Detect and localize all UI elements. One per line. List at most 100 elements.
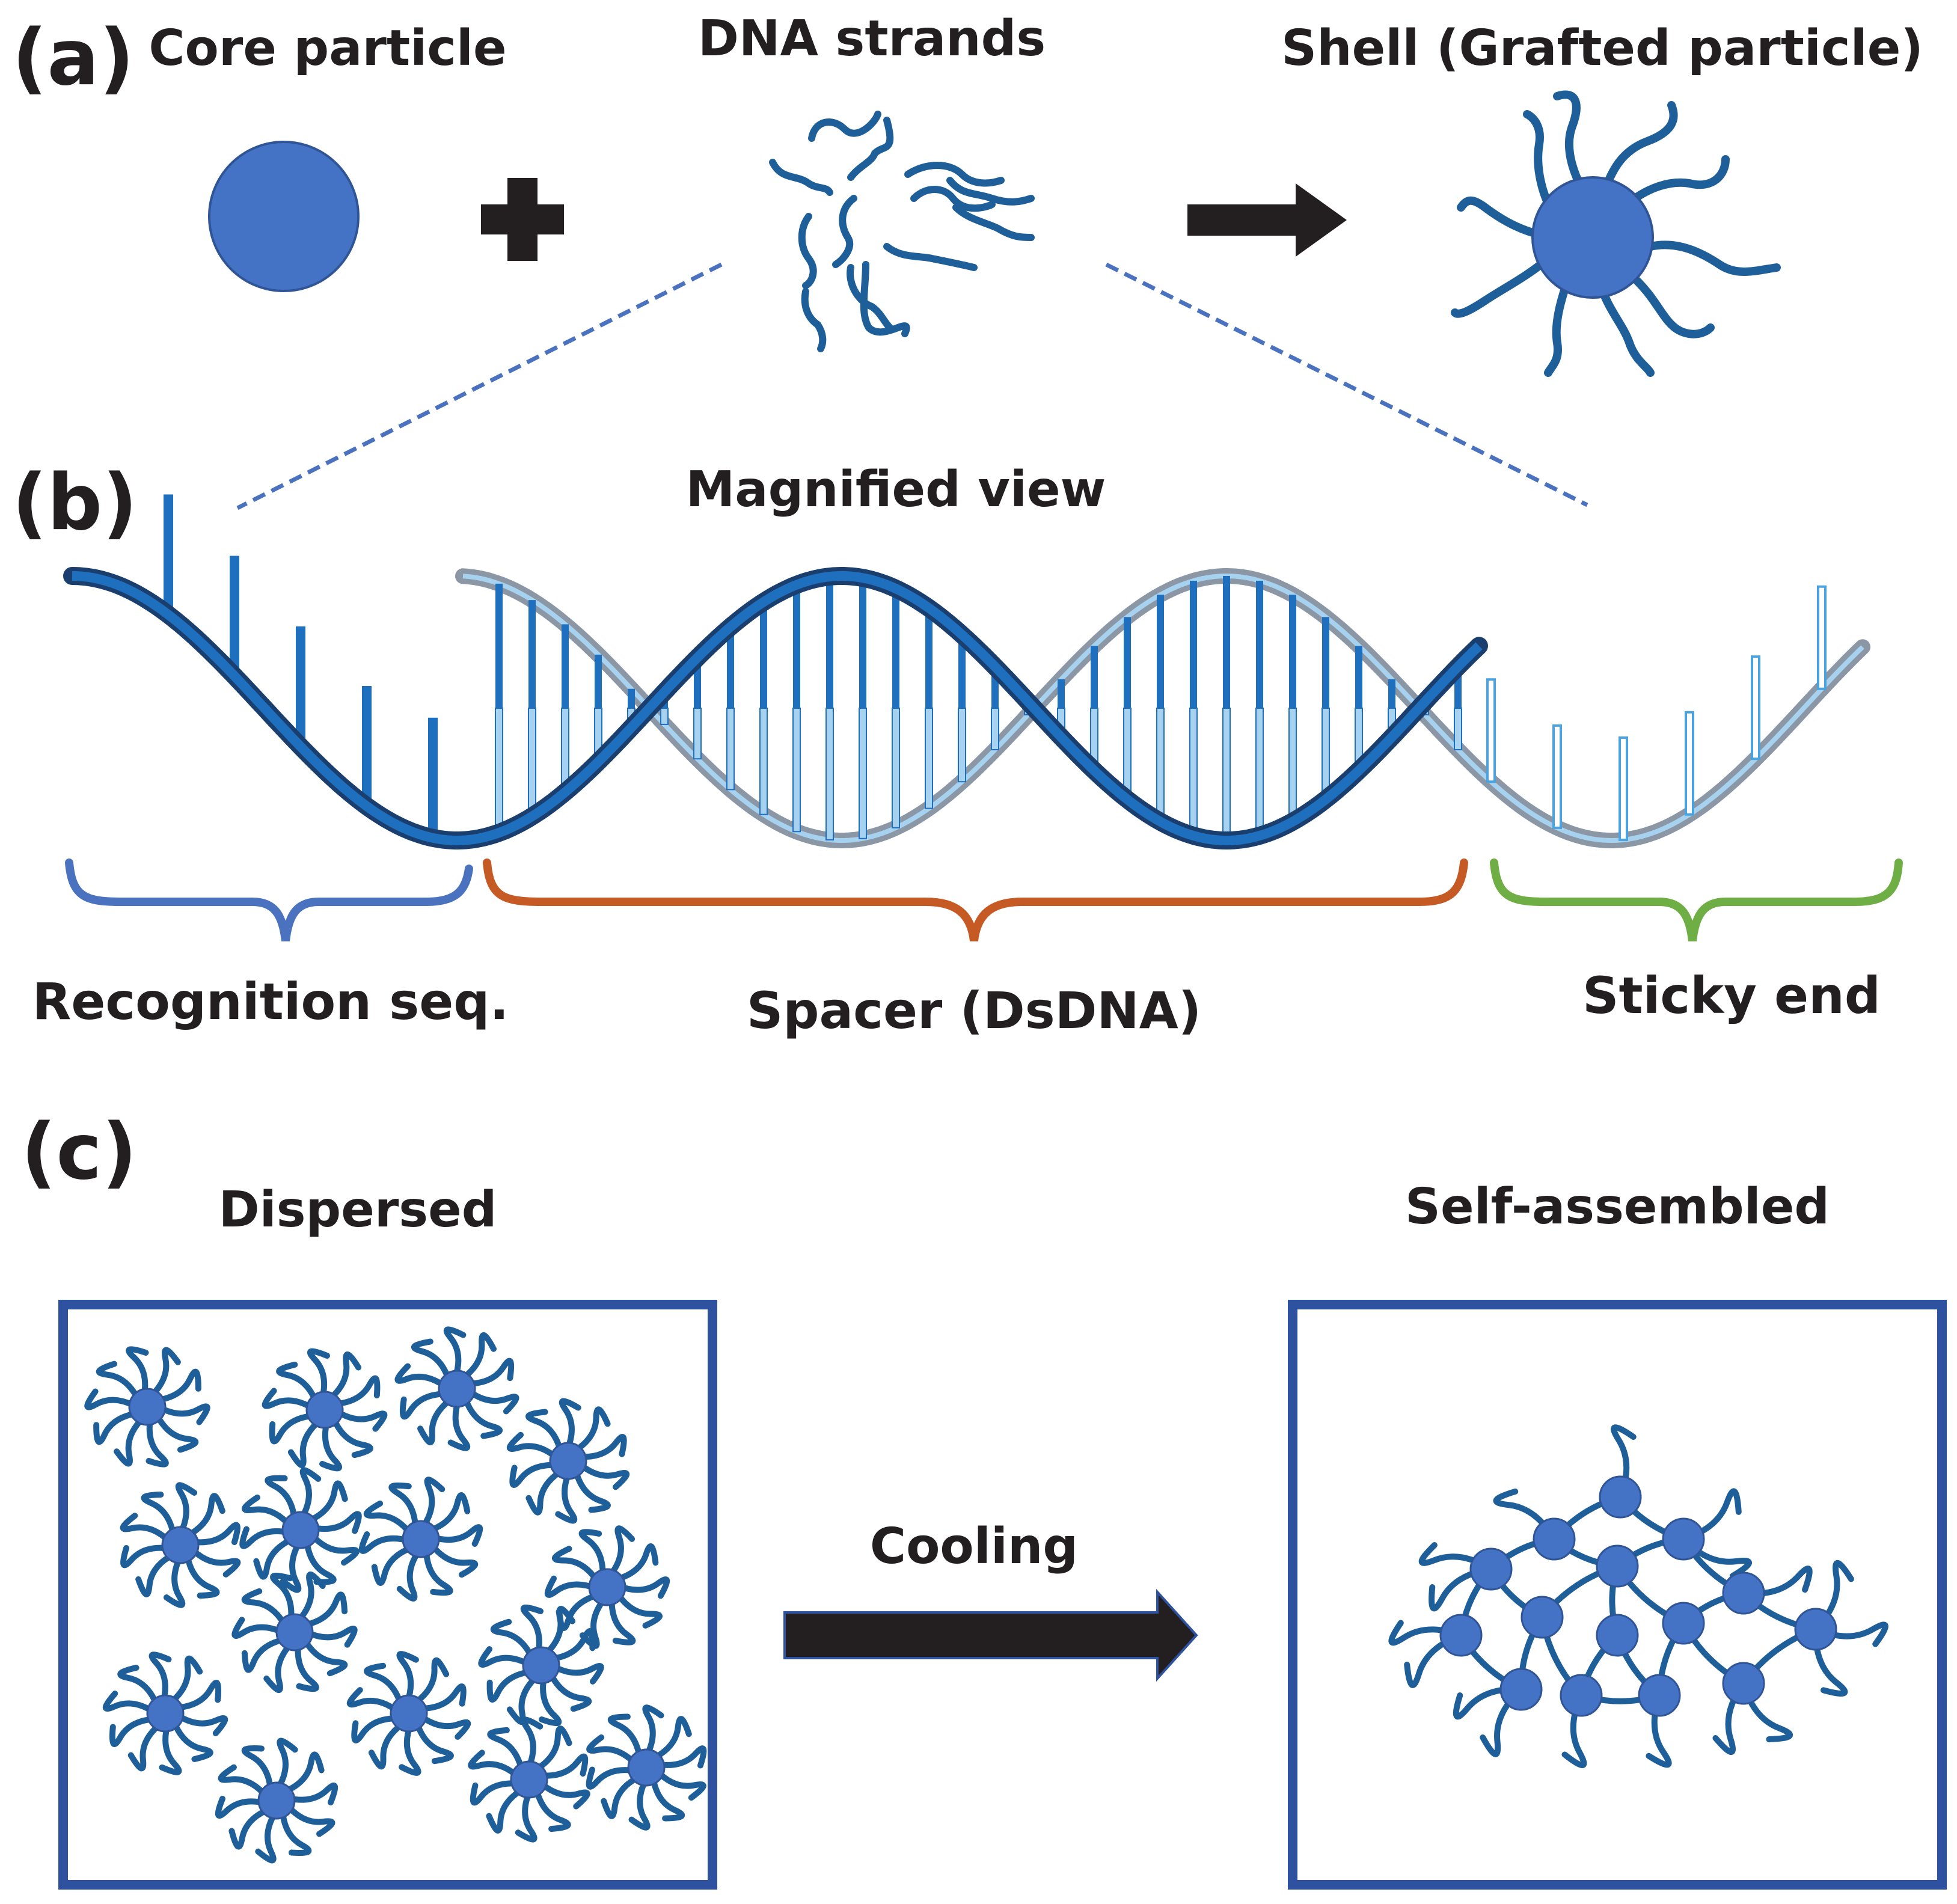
dna-arm	[411, 1338, 453, 1385]
base-pair-rung	[727, 626, 734, 708]
dna-strands-label: DNA strands	[698, 10, 1046, 67]
base-pair-rung	[1288, 708, 1297, 822]
dna-arm	[215, 1796, 269, 1819]
dna-arm	[280, 1537, 304, 1593]
dna-arm	[171, 1679, 222, 1711]
dna-arm	[458, 1332, 497, 1382]
arrow-to-shell	[1187, 183, 1347, 257]
panel-a-letter: (a)	[12, 13, 134, 103]
spacer-label: Spacer (DsDNA)	[747, 981, 1201, 1040]
dna-arm	[575, 1434, 627, 1460]
network-particle	[1521, 1596, 1564, 1639]
dna-arm	[183, 1550, 220, 1599]
dna-arm	[301, 1635, 348, 1677]
dna-arm	[394, 1363, 450, 1391]
dna-arm	[506, 1431, 561, 1462]
dna-arm	[253, 1535, 297, 1580]
dna-arm	[413, 1718, 454, 1765]
dna-arm	[649, 1773, 685, 1822]
dna-arm	[183, 1493, 225, 1540]
sticky-base	[1751, 655, 1760, 761]
assembled-network	[1388, 1424, 1888, 1768]
dna-arm	[578, 1529, 606, 1581]
sticky-base	[1486, 678, 1496, 783]
dna-arm	[654, 1745, 707, 1769]
dna-arm	[547, 1628, 596, 1662]
panel-b: (b) Magnified view Recognition seq. Spac…	[12, 458, 1903, 1040]
dna-arm	[411, 1657, 450, 1707]
particle-core	[390, 1694, 428, 1733]
dna-arm	[295, 1639, 319, 1692]
grafted-particle-small	[346, 1651, 471, 1776]
braces	[65, 859, 1903, 941]
dna-arm	[126, 1346, 149, 1400]
dna-arm	[358, 1531, 414, 1554]
dna-arm	[298, 1467, 322, 1523]
dna-arm	[614, 1576, 670, 1599]
grafted-particle-small	[394, 1326, 519, 1451]
network-particle	[1638, 1674, 1681, 1717]
dna-arm	[396, 1546, 423, 1602]
base-pair-rung	[1058, 679, 1065, 708]
network-particle	[1794, 1608, 1837, 1651]
base-pair-rung	[826, 577, 833, 708]
base-pair-rung	[1222, 708, 1231, 841]
base-pair-rung	[859, 708, 867, 839]
grafted-particle-small	[544, 1525, 670, 1649]
particle-core	[549, 1442, 587, 1480]
dna-arm	[427, 1540, 479, 1578]
dna-arm	[167, 1655, 203, 1707]
grafted-particle-small	[478, 1604, 604, 1727]
dna-arm	[521, 1716, 544, 1772]
particle-core	[627, 1748, 666, 1787]
dispersed-box	[58, 1300, 717, 1890]
base-pair-rung	[1157, 595, 1164, 708]
dna-arm	[155, 1403, 210, 1425]
base-pair-rung	[1124, 617, 1131, 708]
grafted-core	[1531, 176, 1654, 299]
dispersed-label: Dispersed	[219, 1181, 497, 1238]
dna-arm	[307, 1348, 330, 1403]
dna-arm	[120, 1513, 173, 1545]
base-pair-rung	[1189, 708, 1198, 837]
magnified-view-title: Magnified view	[686, 461, 1106, 518]
dna-arm	[346, 1687, 402, 1715]
dna-arm	[612, 1543, 659, 1583]
dna-arm	[93, 1410, 142, 1445]
grafted-particle-small	[231, 1571, 358, 1694]
dna-arm	[541, 1606, 576, 1658]
dna-arm	[586, 1766, 639, 1790]
grafted-particle-small	[102, 1651, 228, 1775]
dna-arm	[423, 1545, 453, 1596]
dna-arm	[575, 1460, 630, 1490]
dna-arm	[283, 1801, 335, 1837]
core-particle	[208, 141, 360, 292]
recognition-brace	[65, 859, 473, 941]
grafted-particle-small	[468, 1716, 590, 1843]
dna-arm	[329, 1413, 373, 1459]
dna-double-helix	[63, 494, 1870, 850]
dna-arm	[388, 1482, 419, 1533]
dna-arm	[170, 1717, 213, 1762]
dna-arm	[351, 1715, 402, 1743]
dna-arm	[153, 1368, 201, 1404]
dna-arm	[263, 1639, 295, 1694]
dna-strands-cluster	[769, 111, 1035, 352]
shell-label: Shell (Grafted particle)	[1281, 20, 1923, 77]
base-pair-rung	[958, 708, 966, 783]
grafted-particle-small	[84, 1346, 210, 1468]
dna-arm	[544, 1575, 600, 1598]
dna-arm	[417, 1395, 456, 1445]
dna-arm	[515, 1787, 537, 1843]
dna-arm	[525, 1467, 566, 1516]
base-pair-rung	[1223, 576, 1230, 708]
dna-arm	[415, 1683, 467, 1712]
grafted-particle-small	[239, 1467, 362, 1593]
dna-arm	[141, 1492, 177, 1540]
dna-arm	[302, 1626, 358, 1648]
panel-c: (c) Dispersed Self-assembled Cooling	[21, 1107, 1947, 1890]
dna-arm	[120, 1544, 174, 1569]
particle-core	[522, 1646, 560, 1685]
base-pair-rung	[595, 654, 602, 708]
dna-arm	[127, 1720, 164, 1772]
